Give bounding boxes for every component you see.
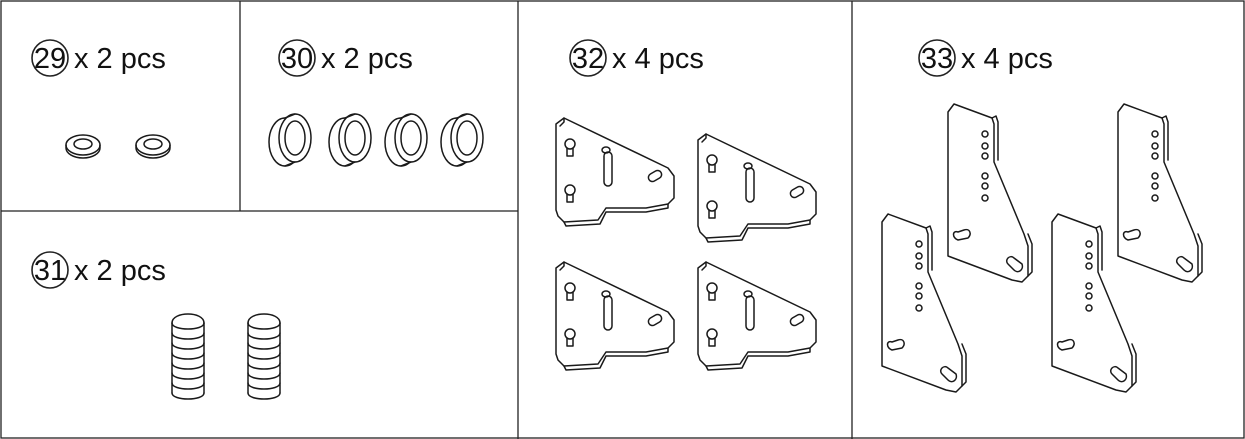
part-number: 33 [921,43,953,75]
part-29-panel: 29 x 2 pcs [31,39,171,159]
part-number: 31 [34,255,66,287]
part-number-badge: 33 [918,39,956,77]
part-31-panel: 31 x 2 pcs [31,251,281,400]
part-quantity: x 2 pcs [321,43,413,75]
part-quantity: x 4 pcs [612,43,704,75]
part-number-badge: 29 [31,39,69,77]
part-quantity: x 4 pcs [961,43,1053,75]
part-quantity: x 2 pcs [74,255,166,287]
part-33-panel: 33 x 4 pcs [881,39,1203,393]
coil-spring-icon [171,313,281,400]
keyhole-bracket-icon [555,117,817,371]
part-number-badge: 32 [569,39,607,77]
flat-washer-icon [65,134,171,159]
part-number-badge: 31 [31,251,69,289]
part-32-panel: 32 x 4 pcs [555,39,817,371]
part-number: 32 [572,43,604,75]
part-number: 30 [281,43,313,75]
tall-bracket-icon [881,103,1203,393]
spacer-ring-icon [268,113,484,167]
part-30-panel: 30 x 2 pcs [268,39,484,167]
part-quantity: x 2 pcs [74,43,166,75]
part-number: 29 [34,43,66,75]
part-number-badge: 30 [278,39,316,77]
